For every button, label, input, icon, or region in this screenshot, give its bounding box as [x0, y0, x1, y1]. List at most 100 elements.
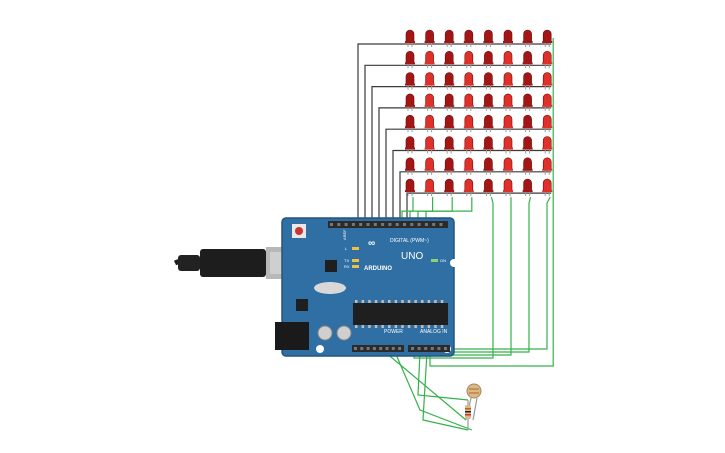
- led[interactable]: [522, 51, 533, 69]
- led[interactable]: [542, 51, 553, 69]
- led[interactable]: [405, 93, 415, 111]
- led[interactable]: [424, 93, 435, 111]
- led[interactable]: [503, 29, 513, 47]
- header-pin[interactable]: [439, 223, 443, 226]
- led[interactable]: [503, 72, 513, 90]
- led[interactable]: [542, 93, 553, 111]
- led[interactable]: [405, 178, 415, 197]
- led[interactable]: [405, 114, 415, 133]
- led[interactable]: [444, 93, 455, 111]
- led[interactable]: [444, 51, 455, 69]
- header-pin[interactable]: [398, 347, 402, 350]
- led[interactable]: [424, 29, 435, 47]
- led[interactable]: [463, 157, 474, 175]
- arduino-uno-board[interactable]: L TX RX ON DIGITAL (PWM~) ARDUINO UNO ∞ …: [275, 217, 458, 357]
- led[interactable]: [522, 29, 533, 47]
- header-pin[interactable]: [417, 223, 421, 226]
- led[interactable]: [522, 72, 533, 90]
- header-pin[interactable]: [351, 223, 355, 226]
- header-pin[interactable]: [410, 223, 414, 226]
- led[interactable]: [463, 93, 474, 111]
- led[interactable]: [503, 157, 513, 175]
- led[interactable]: [405, 157, 415, 175]
- led[interactable]: [444, 114, 455, 133]
- header-pin[interactable]: [395, 223, 399, 226]
- led[interactable]: [424, 178, 435, 197]
- led[interactable]: [444, 157, 455, 175]
- header-pin[interactable]: [337, 223, 341, 226]
- led[interactable]: [405, 29, 415, 47]
- led[interactable]: [522, 157, 533, 175]
- led[interactable]: [522, 178, 533, 197]
- led[interactable]: [444, 178, 455, 197]
- led[interactable]: [444, 29, 455, 47]
- led[interactable]: [483, 157, 494, 175]
- led[interactable]: [522, 114, 533, 133]
- header-pin[interactable]: [360, 347, 364, 350]
- led[interactable]: [424, 51, 435, 69]
- led[interactable]: [522, 136, 533, 154]
- led[interactable]: [542, 114, 553, 133]
- led[interactable]: [483, 29, 494, 47]
- header-pin[interactable]: [385, 347, 389, 350]
- led[interactable]: [503, 178, 513, 197]
- led[interactable]: [424, 114, 435, 133]
- led[interactable]: [542, 178, 553, 197]
- led[interactable]: [463, 136, 474, 154]
- header-pin[interactable]: [354, 347, 357, 350]
- led[interactable]: [483, 51, 494, 69]
- led[interactable]: [483, 114, 494, 133]
- led[interactable]: [503, 93, 513, 111]
- header-pin[interactable]: [344, 223, 348, 226]
- led[interactable]: [503, 136, 513, 154]
- led[interactable]: [542, 72, 553, 90]
- led[interactable]: [463, 29, 474, 47]
- led[interactable]: [424, 72, 435, 90]
- power-jack[interactable]: [275, 322, 309, 350]
- header-pin[interactable]: [366, 223, 370, 226]
- header-pin[interactable]: [379, 347, 383, 350]
- led[interactable]: [444, 72, 455, 90]
- header-pin[interactable]: [424, 347, 428, 350]
- led[interactable]: [503, 114, 513, 133]
- led[interactable]: [542, 157, 553, 175]
- header-pin[interactable]: [359, 223, 363, 226]
- led[interactable]: [405, 72, 415, 90]
- led[interactable]: [463, 72, 474, 90]
- header-pin[interactable]: [373, 223, 377, 226]
- led[interactable]: [424, 157, 435, 175]
- header-pin[interactable]: [391, 347, 395, 350]
- header-pin[interactable]: [437, 347, 441, 350]
- resistor[interactable]: [465, 400, 471, 430]
- led[interactable]: [463, 178, 474, 197]
- led[interactable]: [483, 72, 494, 90]
- header-pin[interactable]: [417, 347, 421, 350]
- header-pin[interactable]: [330, 223, 333, 226]
- led[interactable]: [463, 51, 474, 69]
- header-pin[interactable]: [430, 347, 434, 350]
- header-pin[interactable]: [366, 347, 370, 350]
- led[interactable]: [542, 136, 553, 154]
- header-pin[interactable]: [381, 223, 385, 226]
- led[interactable]: [405, 136, 415, 154]
- header-pin[interactable]: [372, 347, 376, 350]
- header-pin[interactable]: [444, 347, 447, 350]
- header-pin[interactable]: [424, 223, 428, 226]
- power-header[interactable]: [352, 345, 404, 352]
- header-pin[interactable]: [403, 223, 406, 226]
- led[interactable]: [444, 136, 455, 154]
- led[interactable]: [424, 136, 435, 154]
- led[interactable]: [522, 93, 533, 111]
- header-pin[interactable]: [411, 347, 414, 350]
- analog-header[interactable]: [408, 345, 450, 352]
- led[interactable]: [483, 93, 494, 111]
- header-pin[interactable]: [388, 223, 392, 226]
- led[interactable]: [405, 51, 415, 69]
- led[interactable]: [542, 29, 553, 47]
- led[interactable]: [503, 51, 513, 69]
- header-pin[interactable]: [432, 223, 436, 226]
- led[interactable]: [483, 136, 494, 154]
- led[interactable]: [483, 178, 494, 197]
- digital-header[interactable]: [328, 221, 448, 228]
- led[interactable]: [463, 114, 474, 133]
